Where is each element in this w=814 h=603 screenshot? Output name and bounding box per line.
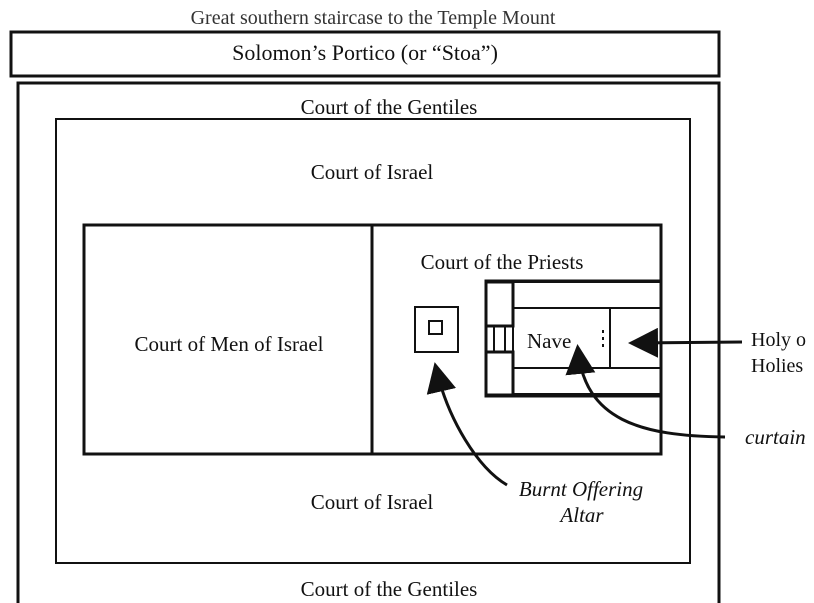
court-priests-label: Court of the Priests <box>420 250 584 274</box>
holy-of-holies-label-2: Holies <box>751 355 804 377</box>
holy-of-holies-label-1: Holy o <box>751 329 806 351</box>
side-chamber-top <box>512 281 662 309</box>
sanctuary <box>484 279 663 398</box>
court-israel-bottom-label: Court of Israel <box>310 490 434 514</box>
court-men-label: Court of Men of Israel <box>134 332 324 356</box>
portico-box <box>9 30 721 78</box>
pillar-top <box>484 280 515 328</box>
altar-arrow <box>426 362 508 487</box>
altar-outer <box>414 306 459 353</box>
curtain-label: curtain <box>745 425 806 449</box>
staircase-title: Great southern staircase to the Temple M… <box>190 7 556 29</box>
holy-of-holies-arrow <box>628 327 743 358</box>
altar-inner <box>428 320 443 335</box>
altar-label-1: Burnt Offering <box>518 477 644 501</box>
nave-label: Nave <box>527 329 572 353</box>
altar-label-2: Altar <box>560 503 604 527</box>
pillar-bottom <box>484 350 515 397</box>
court-israel-top-label: Court of Israel <box>310 160 434 184</box>
court-gentiles-top-label: Court of the Gentiles <box>300 95 478 119</box>
portico-label: Solomon’s Portico (or “Stoa”) <box>232 40 498 65</box>
curtain-arrow <box>565 344 726 439</box>
court-gentiles-bottom-label: Court of the Gentiles <box>300 577 478 601</box>
